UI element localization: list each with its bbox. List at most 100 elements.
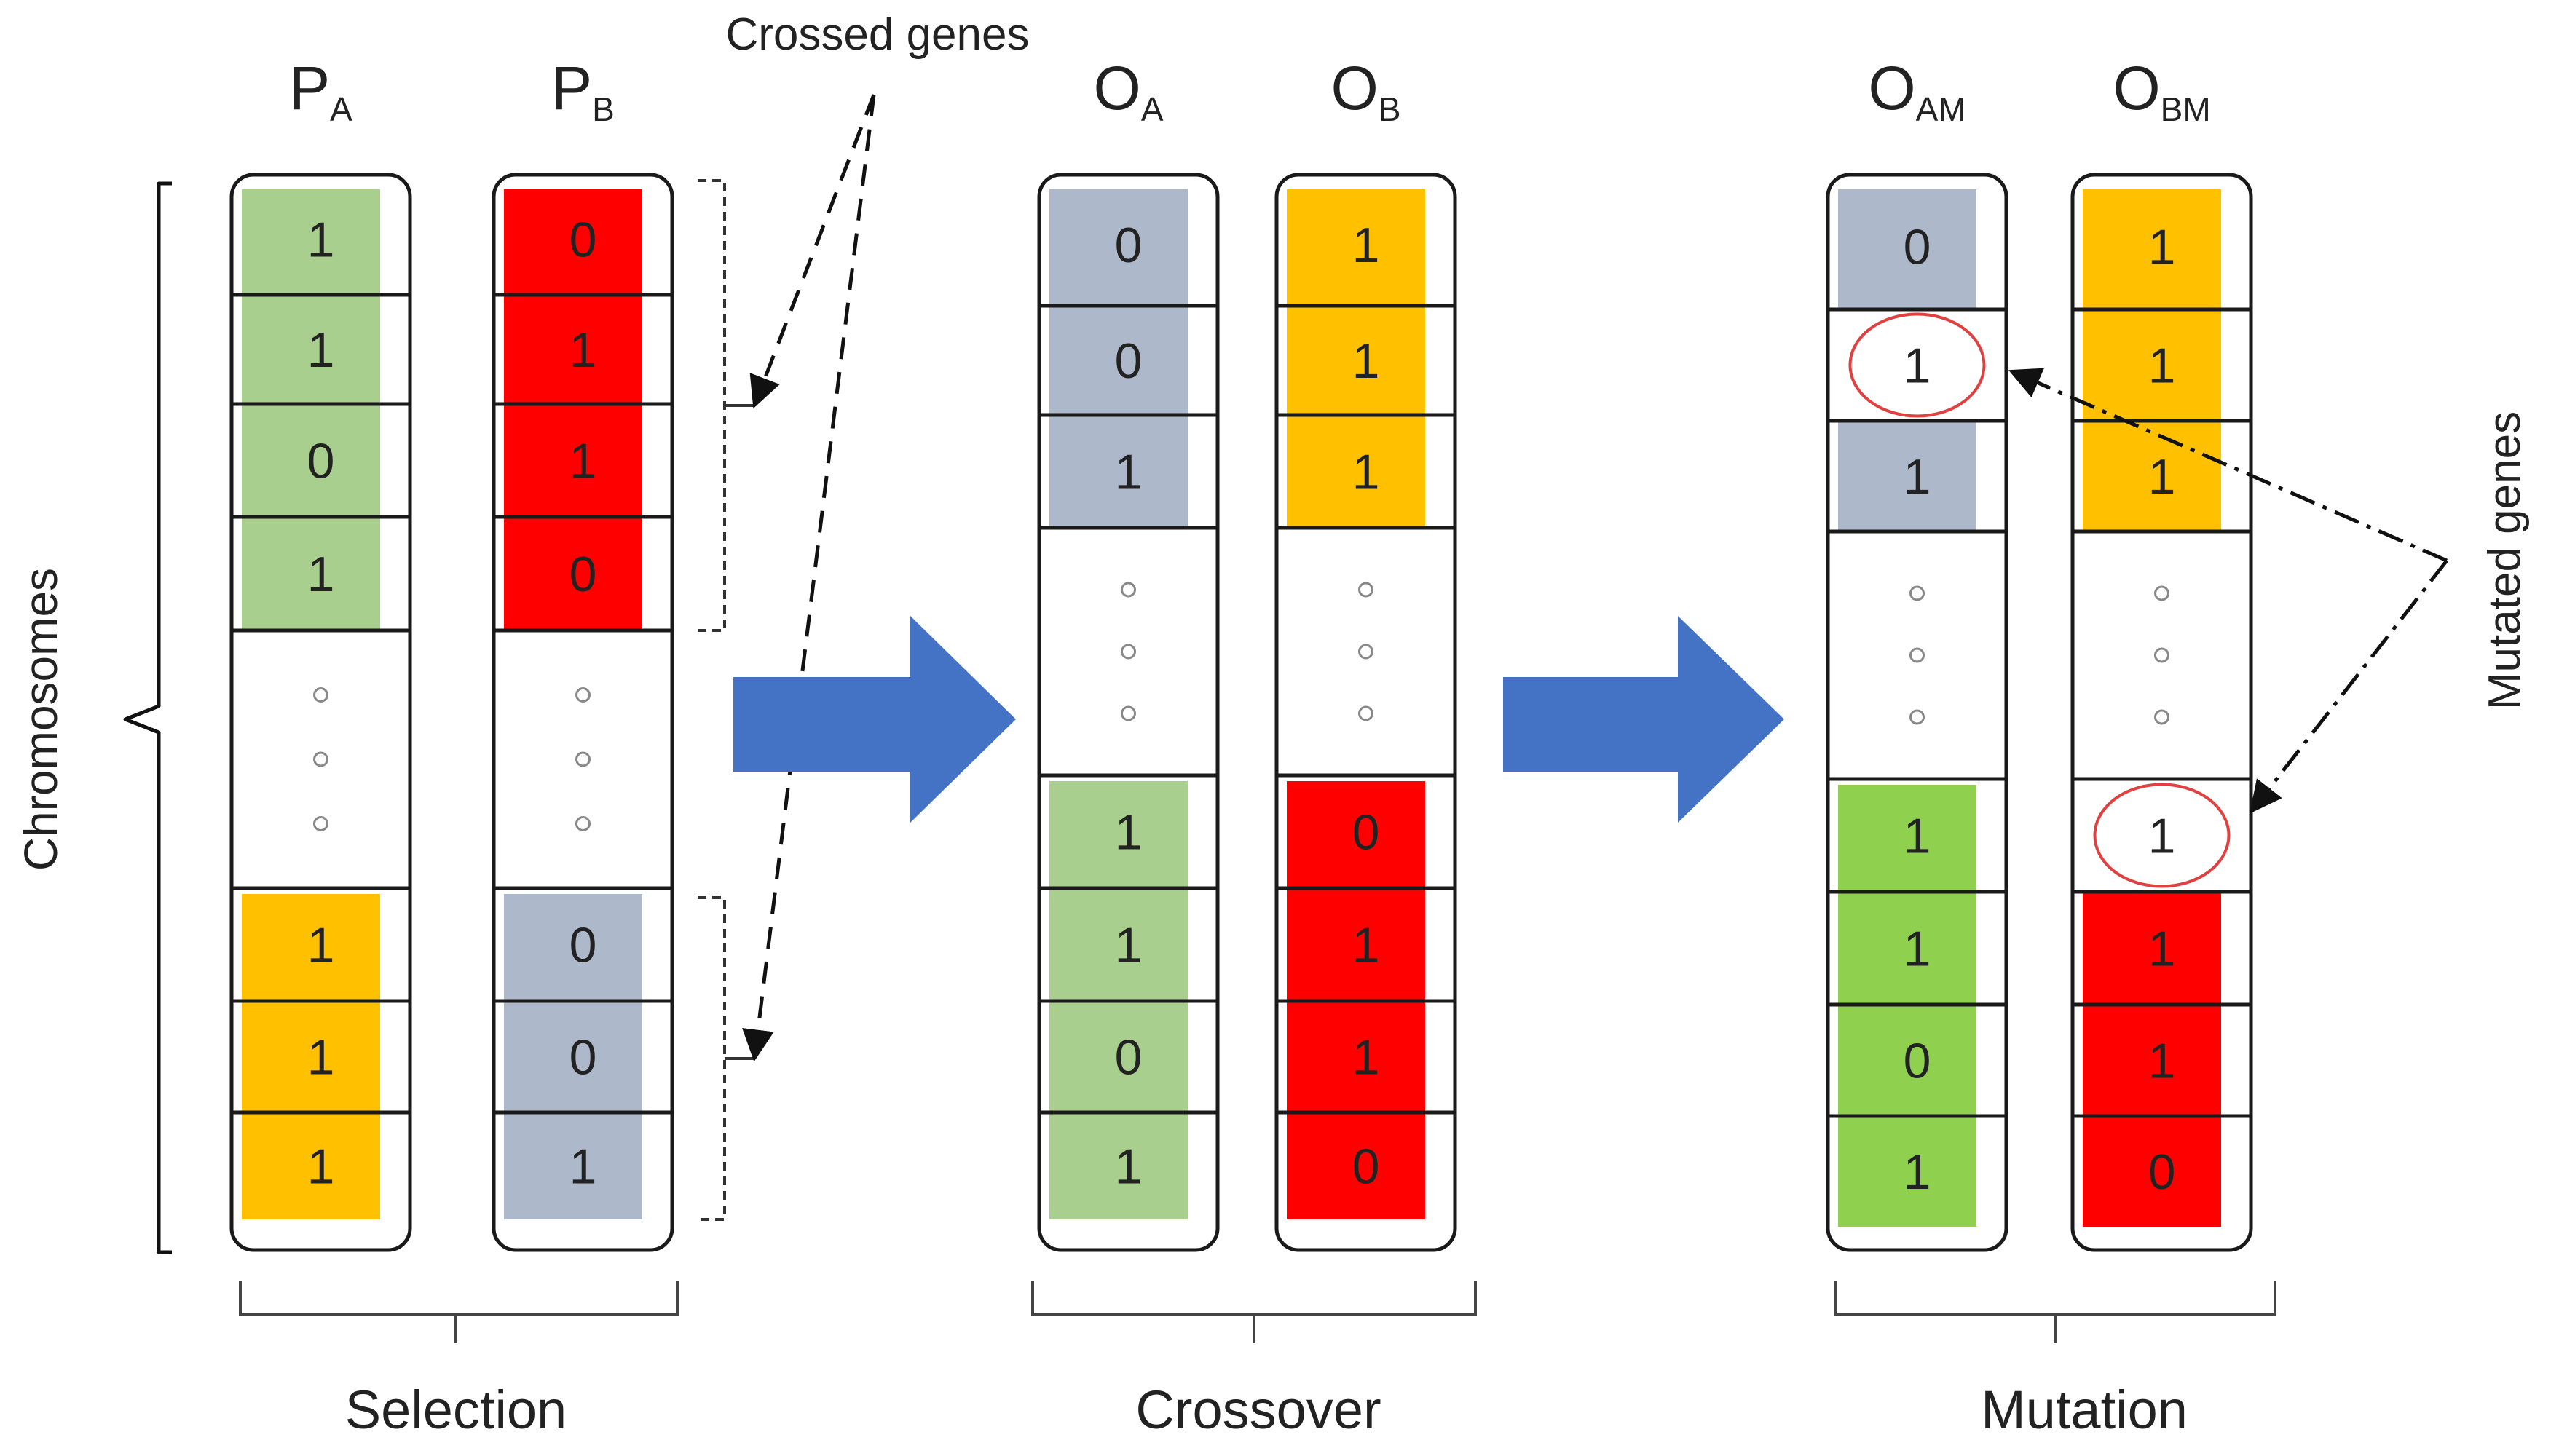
gene-cell [1838,1116,1976,1227]
gene-value: 1 [1352,218,1380,273]
gene-cell [2083,892,2221,1005]
gene-cell [504,1112,642,1219]
gene-cell [504,295,642,404]
ellipsis-dot [575,816,591,831]
ellipsis-dot [313,687,328,703]
gene-cell [1287,415,1425,528]
gene-value: 1 [1904,449,1931,505]
gene-value: 1 [569,1139,597,1195]
ellipsis-dot [1358,582,1373,598]
chromosome-label-oam: OAM [1868,54,1966,128]
ellipsis-dot [1909,647,1925,663]
gene-value: 1 [1115,1139,1143,1195]
ellipsis-dot [1358,705,1373,721]
gene-value: 0 [1115,1030,1143,1085]
gene-value: 1 [307,1139,335,1195]
gene-value: 0 [569,547,597,602]
crossed-segment-bracket-bottom [698,896,754,1221]
gene-cell [1049,888,1188,1001]
gene-value: 1 [2148,809,2176,864]
gene-cell [242,894,380,1001]
ellipsis-dot [1121,705,1136,721]
gene-cell [1287,888,1425,1001]
gene-value: 1 [307,323,335,378]
gene-cell [1838,189,1976,309]
ellipsis-dot [1909,709,1925,725]
gene-value: 1 [2148,1034,2176,1089]
chromosomes-group: 1101111PA0110001PB0011101OA1110110OB0111… [229,54,2253,1252]
gene-value: 1 [1115,918,1143,973]
ellipsis-dot [575,751,591,767]
gene-cell [1049,1112,1188,1219]
gene-value: 0 [307,434,335,489]
gene-cell [504,1001,642,1112]
crossover-label: Crossover [1135,1380,1381,1440]
gene-value: 0 [1115,218,1143,273]
ellipsis-dot [1121,644,1136,660]
gene-cell [2083,1116,2221,1227]
mutation-circle [1848,312,1986,418]
gene-value: 0 [569,213,597,268]
gene-value: 1 [569,323,597,378]
mutation-circle [2093,783,2231,888]
gene-cell [504,517,642,630]
gene-value: 1 [2148,922,2176,977]
gene-value: 1 [307,1030,335,1085]
gene-cell [1287,306,1425,415]
ellipsis-dot [1909,585,1925,601]
chromosome-label-obm: OBM [2113,54,2210,128]
mutated-genes-label: Mutated genes [2480,411,2530,710]
gene-value: 0 [1904,1034,1931,1089]
gene-value: 1 [1115,445,1143,500]
gene-cell [1049,415,1188,528]
chromosome-label-oa: OA [1093,54,1163,128]
gene-cell [1838,785,1976,892]
gene-value: 1 [307,213,335,268]
gene-cell [1287,1001,1425,1112]
chromosome-label-ob: OB [1330,54,1400,128]
gene-cell [504,894,642,1001]
gene-value: 1 [1904,922,1931,977]
gene-cell [242,1001,380,1112]
gene-cell [242,189,380,295]
gene-value: 1 [1352,333,1380,389]
crossed-genes-label: Crossed genes [725,9,1029,60]
gene-cell [1287,781,1425,888]
gene-cell [1838,892,1976,1005]
gene-cell [1287,1112,1425,1219]
chromosome-label-pb: PB [551,54,615,128]
crossover-bracket [1031,1281,1477,1343]
gene-cell [1049,1001,1188,1112]
selection-bracket [239,1281,679,1343]
gene-value: 1 [1352,1030,1380,1085]
gene-cell [2083,1005,2221,1116]
gene-value: 0 [569,918,597,973]
mutated-genes-arrow-top [2008,368,2448,563]
gene-cell [1049,781,1188,888]
gene-cell [504,189,642,295]
gene-value: 1 [307,547,335,602]
gene-cell [1838,1005,1976,1116]
gene-value: 0 [1352,1139,1380,1195]
gene-cell [242,517,380,630]
ellipsis-dot [575,687,591,703]
gene-cell [1049,306,1188,415]
gene-cell [2083,189,2221,309]
gene-cell [2083,309,2221,421]
gene-cell [1049,189,1188,306]
gene-value: 0 [1115,333,1143,389]
stage-arrow-selection-to-crossover [733,616,1016,823]
gene-cell [242,404,380,517]
crossed-genes-arrow-top [749,94,876,409]
gene-value: 0 [1904,220,1931,275]
mutated-genes-arrow-bottom [2250,559,2448,814]
ellipsis-dot [1121,582,1136,598]
gene-cell [1838,421,1976,531]
chromosome-label-pa: PA [289,54,352,128]
gene-value: 1 [1904,1144,1931,1200]
gene-value: 1 [569,434,597,489]
